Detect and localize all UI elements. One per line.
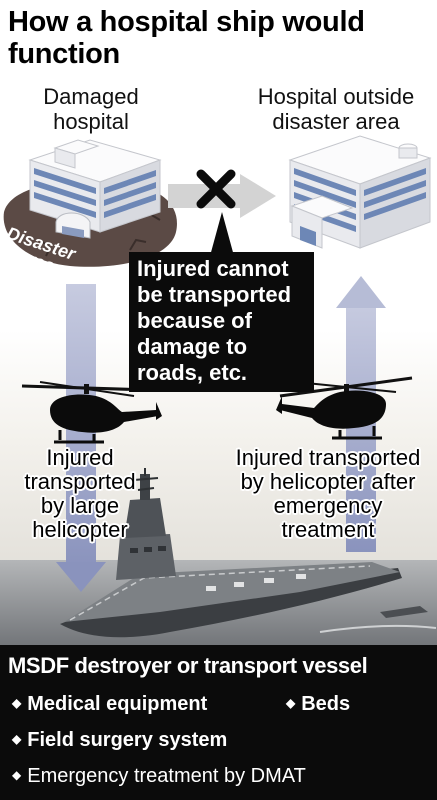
feature-item: ◆ Field surgery system [12,727,227,752]
left-transport-line: helicopter [32,517,128,542]
feature-item: ◆ Beds [286,691,350,716]
damaged-hospital-label-line1: Damaged [43,84,139,109]
feature-label: Emergency treatment by DMAT [27,765,306,787]
right-transport-line: Injured transported [235,445,421,470]
outside-hospital-building [288,135,432,249]
left-transport-label: Injured transported by large helicopter [10,446,150,542]
outside-hospital-label: Hospital outside disaster area [236,84,436,134]
feature-label: Field surgery system [27,729,228,751]
helicopter-icon-left [21,381,162,444]
right-transport-line: treatment [281,517,375,542]
left-transport-line: by large [40,493,120,518]
callout-line: damage to [137,334,248,359]
left-transport-line: transported [24,469,136,494]
right-transport-line: emergency [273,493,383,518]
callout-line: roads, etc. [137,360,248,385]
diamond-icon: ◆ [12,696,22,710]
right-transport-label: Injured transported by helicopter after … [222,446,434,542]
diamond-icon: ◆ [12,768,22,782]
callout-line: Injured cannot [137,256,289,281]
damaged-hospital-label-line2: hospital [53,109,129,134]
damaged-hospital-building [28,139,162,239]
helicopter-icon-right [276,376,413,440]
left-arrow-head [56,562,106,592]
outside-hospital-label-line1: Hospital outside [257,84,415,109]
diamond-icon: ◆ [286,696,296,710]
page-title: How a hospital ship would function [8,6,365,70]
right-transport-line: by helicopter after [240,469,416,494]
outside-hospital-label-line2: disaster area [272,109,400,134]
callout-pointer [210,212,234,256]
ship [60,468,437,638]
feature-item: ◆ Medical equipment [12,691,207,716]
damaged-hospital-label: Damaged hospital [16,84,166,134]
feature-label: Beds [301,693,351,715]
feature-label: Medical equipment [27,693,208,715]
vessel-panel: MSDF destroyer or transport vessel ◆ Medi… [0,645,437,800]
feature-item: ◆ Emergency treatment by DMAT [12,763,306,788]
cross-icon [196,169,236,209]
vessel-title: MSDF destroyer or transport vessel [8,653,368,678]
left-transport-line: Injured [46,445,114,470]
callout-line: because of [137,308,252,333]
callout-box: Injured cannot be transported because of… [129,252,314,392]
right-arrow-head [336,276,386,308]
diamond-icon: ◆ [12,732,22,746]
callout-line: be transported [137,282,292,307]
